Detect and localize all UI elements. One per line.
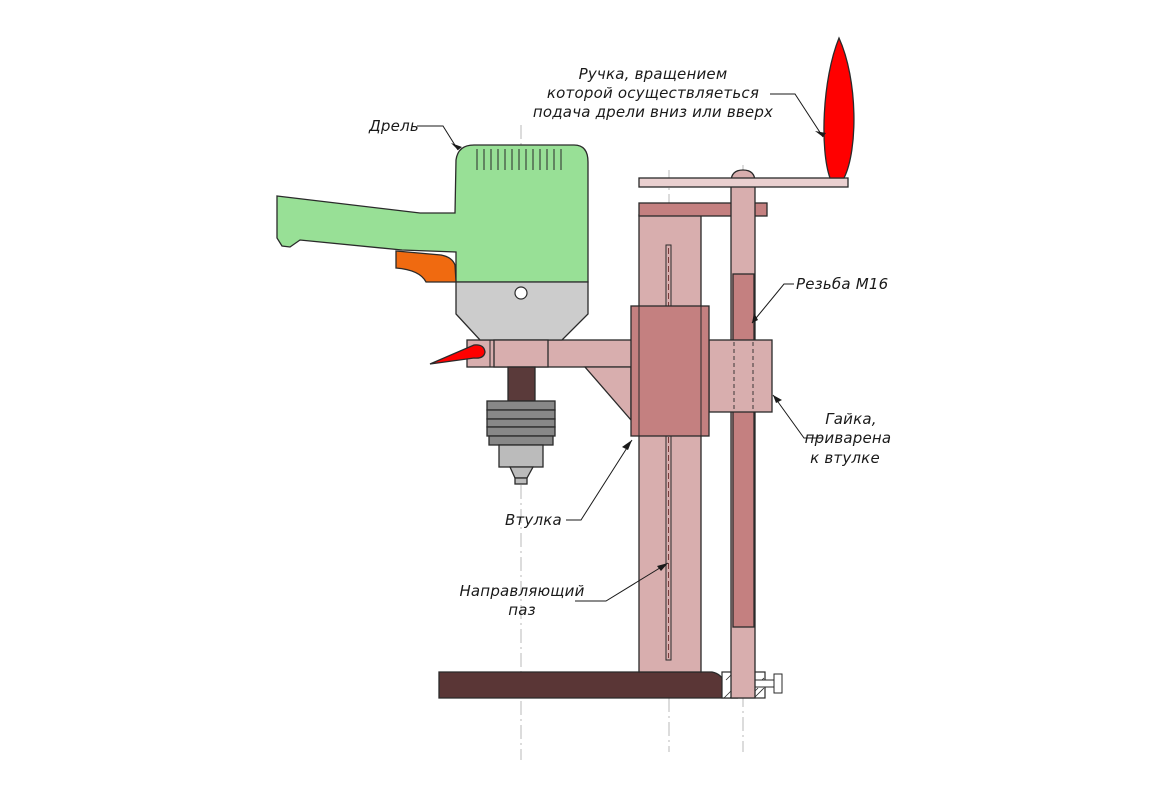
clamp-collar <box>493 339 549 368</box>
leader-lines <box>417 93 824 602</box>
arm-gusset <box>583 366 632 422</box>
nut-welded <box>708 339 773 413</box>
label-nut-line2: приварена <box>805 429 892 447</box>
column <box>638 202 768 673</box>
drill-head <box>455 281 589 341</box>
base-plate-body <box>438 671 739 699</box>
label-nut-line1: Гайка, <box>825 410 877 428</box>
leader-groove <box>575 562 669 602</box>
clamp-screw-head <box>773 673 783 694</box>
leader-sleeve <box>566 439 633 521</box>
label-drill: Дрель <box>368 117 419 135</box>
nut-thread-marks <box>733 342 754 410</box>
label-nut-line3: к втулке <box>810 449 880 467</box>
label-groove-line2: паз <box>508 601 536 619</box>
leader-arrows <box>451 131 826 571</box>
red-handle[interactable] <box>823 36 855 179</box>
spindle <box>507 366 536 402</box>
leader-handle <box>770 93 824 138</box>
drill-chuck <box>486 400 556 485</box>
head-screw <box>514 286 528 300</box>
drill <box>276 144 589 485</box>
sleeve <box>630 305 710 437</box>
label-thread: Резьба М16 <box>796 275 888 293</box>
trigger[interactable] <box>395 250 457 283</box>
arm-bar <box>466 339 642 368</box>
label-handle-line2: которой осуществляеться <box>547 84 759 102</box>
label-handle-line1: Ручка, вращением <box>579 65 728 83</box>
label-handle-line3: подача дрели вниз или вверх <box>533 103 773 121</box>
guide-groove <box>665 244 672 661</box>
vent-slots <box>476 149 562 170</box>
leader-drill <box>417 125 459 151</box>
leader-thread <box>751 283 794 324</box>
thread-m16 <box>732 273 755 628</box>
drill-body <box>276 144 589 283</box>
label-groove-line1: Направляющий <box>459 582 584 600</box>
collar-lever[interactable] <box>429 344 486 365</box>
label-sleeve: Втулка <box>505 511 562 529</box>
handle-bar <box>638 177 849 188</box>
leader-nut <box>772 394 822 439</box>
